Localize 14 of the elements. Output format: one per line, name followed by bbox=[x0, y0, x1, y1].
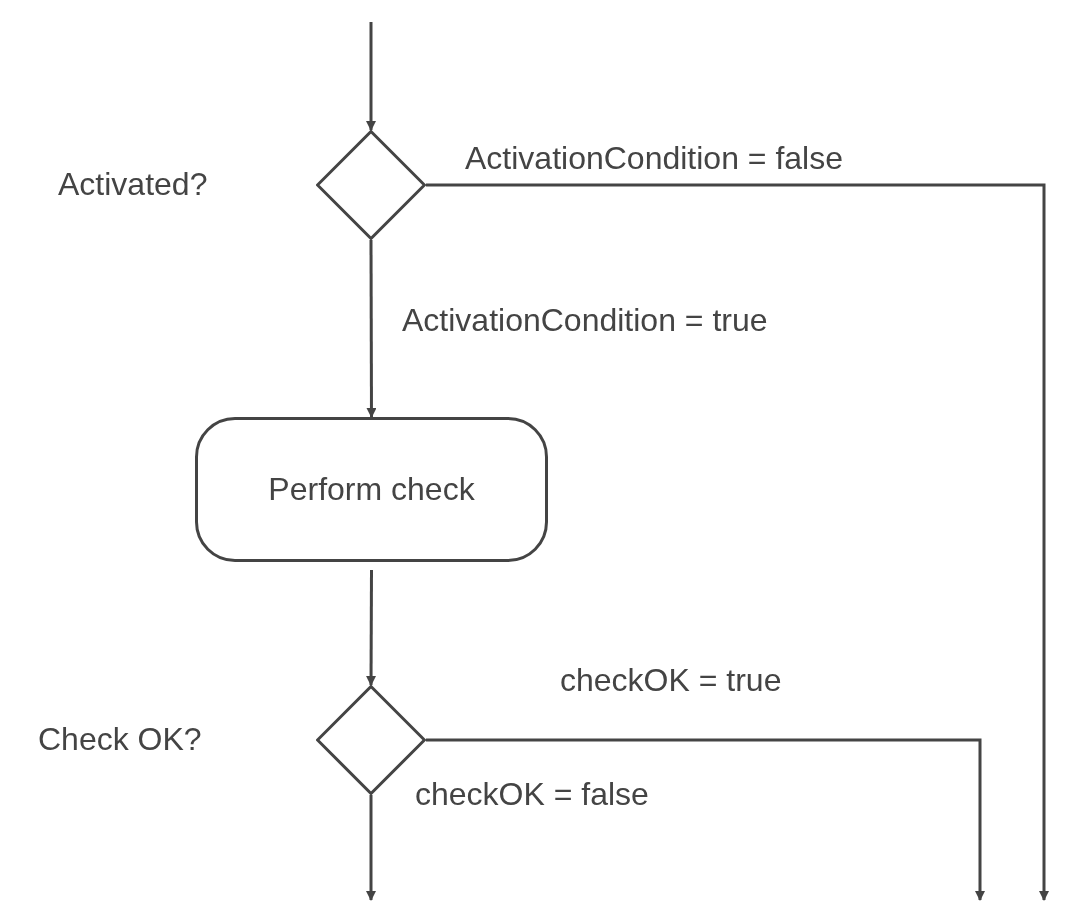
arrow bbox=[426, 738, 985, 901]
edge-label: checkOK = false bbox=[415, 776, 649, 813]
decision-label: Check OK? bbox=[38, 721, 202, 758]
arrow bbox=[366, 795, 376, 901]
edge-label: checkOK = true bbox=[560, 662, 782, 699]
edge-label: ActivationCondition = true bbox=[402, 302, 768, 339]
arrow bbox=[366, 22, 376, 131]
arrow bbox=[426, 183, 1049, 901]
arrow bbox=[366, 570, 377, 686]
arrow bbox=[366, 240, 377, 418]
action-label: Perform check bbox=[268, 471, 475, 508]
action-box bbox=[195, 417, 548, 562]
edge-label: ActivationCondition = false bbox=[465, 140, 843, 177]
decision-label: Activated? bbox=[58, 166, 208, 203]
